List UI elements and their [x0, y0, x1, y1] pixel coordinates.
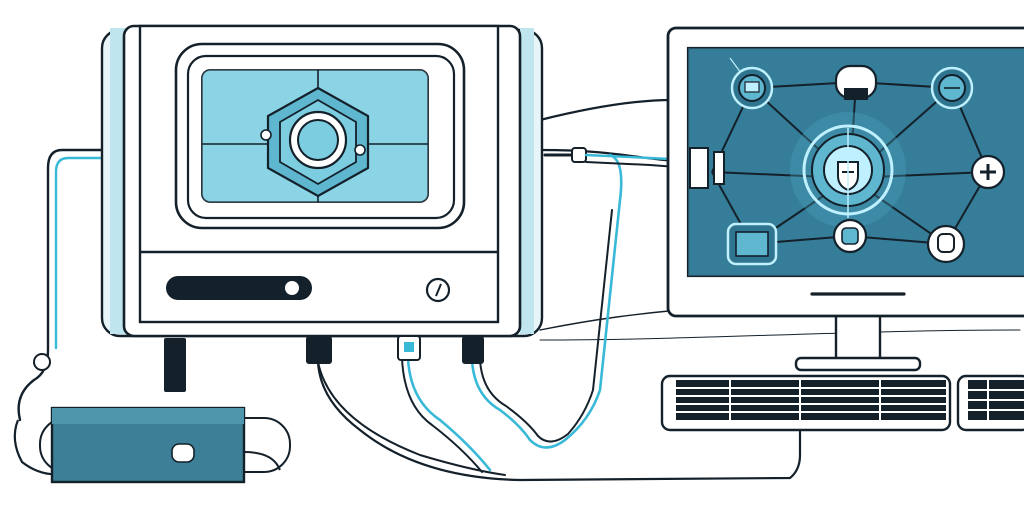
- plug-4: [462, 336, 484, 364]
- node-top-right: [930, 66, 974, 110]
- node-bottom-center: [832, 218, 868, 254]
- plug-1: [164, 338, 186, 392]
- power-brick-icon: [13, 406, 291, 484]
- node-left: [689, 147, 725, 189]
- shield-icon: [790, 112, 906, 228]
- cable-plug-3: [406, 356, 492, 472]
- cable-knot: [33, 353, 51, 371]
- node-top-left: [730, 66, 774, 110]
- node-bottom-left: [726, 222, 778, 266]
- keyboard-icon: [660, 374, 952, 432]
- power-knob-icon: [425, 277, 451, 303]
- node-bottom-right: [926, 224, 966, 264]
- cable-plug-2: [316, 360, 802, 482]
- node-right: [970, 154, 1006, 190]
- monitor-base: [794, 356, 922, 372]
- keypad-icon: [956, 374, 1024, 432]
- drive-slot: [166, 276, 312, 300]
- monitor-neck: [834, 310, 882, 366]
- monitor-icon: [666, 26, 1024, 372]
- hexagon-gear-icon: [260, 86, 370, 198]
- node-top-center: [834, 64, 878, 100]
- server-unit: [100, 24, 544, 392]
- plug-2: [306, 336, 332, 364]
- cable-plug-4: [470, 153, 623, 449]
- cables: [17, 147, 802, 482]
